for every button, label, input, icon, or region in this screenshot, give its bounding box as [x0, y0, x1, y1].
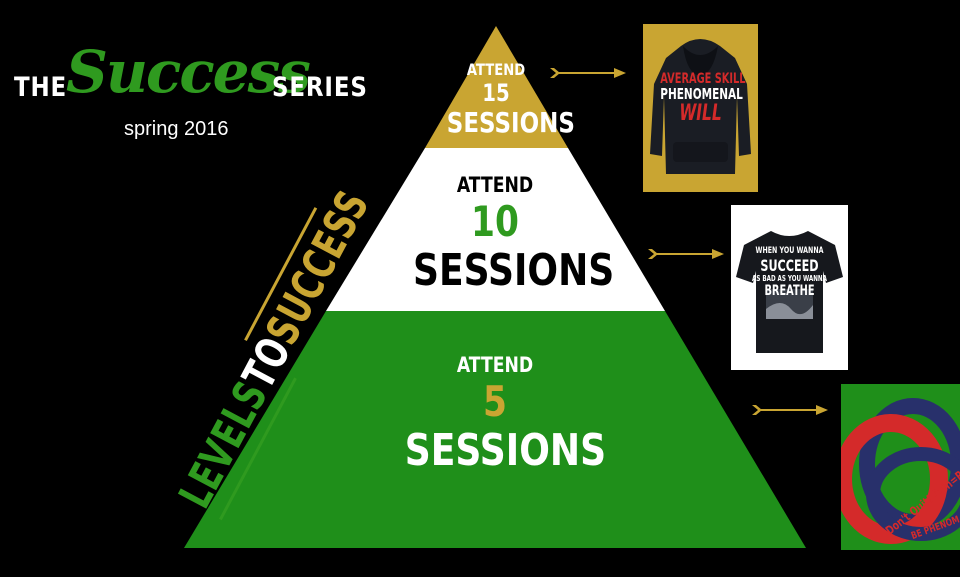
tshirt-print-line4: BREATHE [764, 283, 815, 299]
title-series: SERIES [272, 72, 368, 103]
tier-15-unit: SESSIONS [446, 106, 575, 139]
tier-15: ATTEND 15 SESSIONS [446, 60, 575, 139]
wristband-icon [841, 398, 960, 544]
tshirt-icon [736, 231, 843, 353]
reward-wristband: Don't Quit! Pain=Reward BE PHENOM [841, 384, 960, 550]
tier-5-number: 5 [483, 377, 507, 426]
pyramid-tier-bottom [184, 311, 806, 548]
arrow-right-icon [550, 68, 626, 78]
series-title: THE Success SERIES spring 2016 [14, 38, 367, 140]
tier-5: ATTEND 5 SESSIONS [404, 353, 607, 476]
tier-5-label: ATTEND [456, 353, 534, 377]
pyramid-tier-middle [326, 148, 665, 311]
hoodie-print-line2: PHENOMENAL [660, 85, 743, 103]
reward-tshirt: WHEN YOU WANNA SUCCEED AS BAD AS YOU WAN… [731, 205, 848, 370]
tier-10-unit: SESSIONS [413, 245, 615, 296]
title-success: Success [66, 38, 311, 106]
arrow-right-icon [752, 405, 828, 415]
tier-10-label: ATTEND [456, 173, 534, 197]
tier-5-unit: SESSIONS [404, 425, 607, 476]
tier-10-number: 10 [471, 197, 519, 246]
tshirt-print-line3: AS BAD AS YOU WANNA [752, 274, 827, 283]
tier-15-number: 15 [482, 79, 510, 107]
hoodie-print-line3: WILL [679, 101, 722, 126]
title-the: THE [14, 72, 68, 103]
tshirt-print-line1: WHEN YOU WANNA [755, 246, 824, 256]
hoodie-print-line1: AVERAGE SKILL [660, 71, 746, 87]
arrow-right-icon [648, 249, 724, 259]
hoodie-icon [650, 39, 751, 174]
pyramid-tier-top [425, 26, 568, 148]
tier-10: ATTEND 10 SESSIONS [413, 173, 615, 296]
tshirt-print-line2: SUCCEED [760, 256, 819, 275]
tier-15-label: ATTEND [466, 60, 526, 79]
title-subtitle: spring 2016 [124, 118, 229, 140]
reward-hoodie: AVERAGE SKILL PHENOMENAL WILL [643, 24, 758, 192]
